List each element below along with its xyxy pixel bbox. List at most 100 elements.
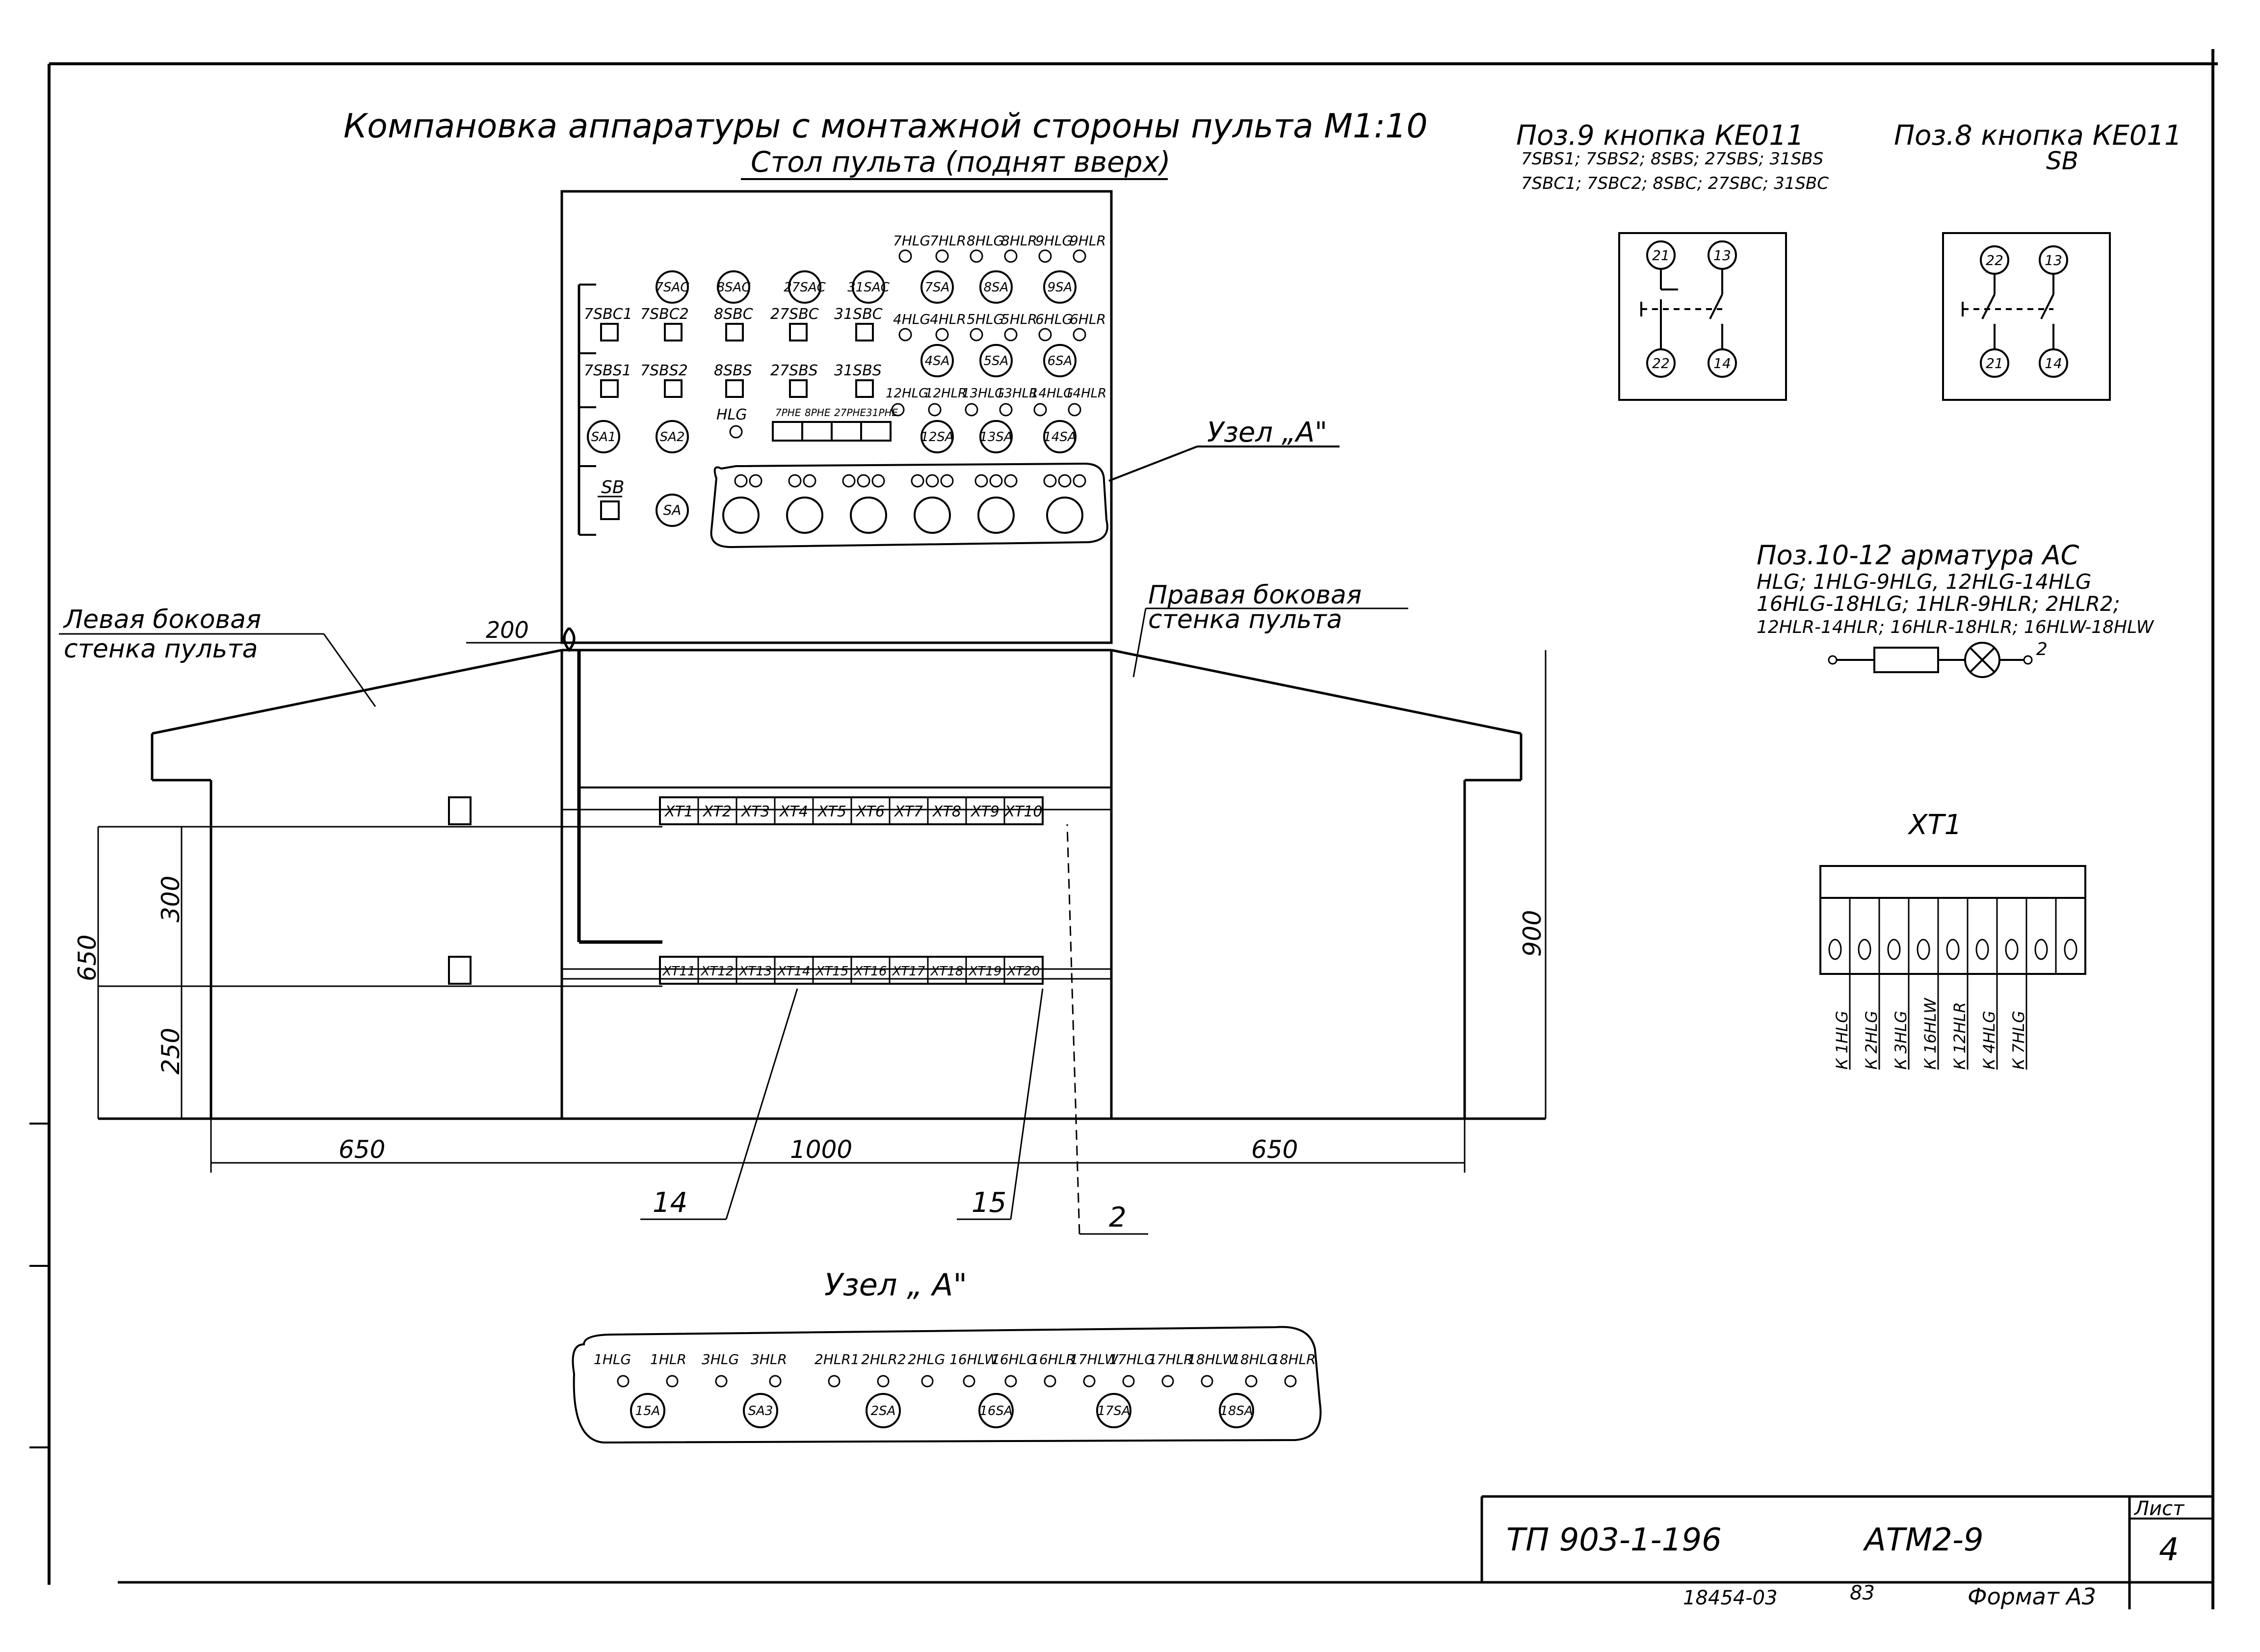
lamp-label: 2HLG [908, 1351, 945, 1367]
lamp-label: 12HLR [925, 386, 967, 401]
lamp-label: 8HLG [967, 233, 1004, 249]
sb-label: SB [601, 477, 625, 498]
dim-900: 900 [1518, 910, 1547, 957]
lamp-label: 17HLG [1109, 1351, 1155, 1367]
xt1-terminal-label: К 16HLW [1921, 997, 1940, 1070]
relay-label: 8PHE [805, 407, 831, 419]
contact-label: 21 [1652, 247, 1670, 263]
drawing-subtitle: Стол пульта (поднят вверх) [751, 145, 1171, 179]
terminal-label: XT17 [892, 964, 925, 979]
switch-label: 31SAC [847, 280, 890, 295]
lamp-row-1: 7HLG 7HLR 8HLG 8HLR 9HLG 9HLR [893, 233, 1106, 249]
pos8-button-diagram: Поз.8 кнопка КЕ011 SB 22 13 21 14 [1894, 120, 2182, 401]
pos9-line2: 7SBC1; 7SBC2; 8SBC; 27SBC; 31SBC [1521, 174, 1829, 193]
sheet-label: Лист [2133, 1497, 2185, 1520]
xt1-terminal-label: К 2HLG [1862, 1011, 1881, 1070]
terminal-label: XT4 [779, 803, 808, 820]
terminal-label: XT13 [738, 964, 772, 979]
lamp-label: 18HLG [1232, 1351, 1278, 1367]
button-label: 7SBC2 [640, 306, 689, 323]
xt1-terminal-label: К 3HLG [1892, 1011, 1910, 1070]
relay-label: 7PHE [775, 407, 801, 419]
switch-label: SA [663, 502, 682, 518]
pos10-line1: HLG; 1HLG-9HLG, 12HLG-14HLG [1757, 570, 2091, 594]
switch-label: 27SAC [784, 280, 826, 295]
lamp-label: 5HLR [1001, 311, 1037, 327]
terminal-label: XT20 [1006, 964, 1040, 979]
lamp-label: 17HLR [1148, 1351, 1193, 1367]
lamp-label: 1HLG [594, 1351, 631, 1367]
hlg-label: HLG [716, 406, 747, 423]
switch-label: SA1 [591, 430, 616, 445]
switch-label: 15A [635, 1404, 660, 1418]
switch-label: 4SA [925, 354, 950, 368]
lamp-label: 17HLW [1070, 1351, 1119, 1367]
terminal-label: XT10 [1003, 803, 1042, 820]
switch-label: SA2 [660, 430, 685, 445]
lamp-label: 16HLR [1030, 1351, 1076, 1367]
terminal-label: XT8 [932, 803, 961, 820]
callout-14: 14 [653, 1187, 687, 1219]
callout-15: 15 [972, 1187, 1006, 1219]
switch-label: 8SA [984, 280, 1009, 295]
contact-label: 22 [1652, 355, 1670, 371]
lamp-label: 16HLW [949, 1351, 999, 1367]
pos8-title: Поз.8 кнопка КЕ011 [1894, 120, 2182, 152]
lamp-label: 9HLG [1035, 233, 1073, 249]
terminal-label: XT2 [702, 803, 732, 820]
switch-label: 6SA [1048, 354, 1073, 368]
archive-id: 18454-03 [1683, 1587, 1778, 1609]
contact-label: 13 [2045, 252, 2062, 268]
contact-label: 22 [1986, 252, 2003, 268]
left-wall-label: Левая боковая [63, 605, 261, 634]
switch-label: 5SA [984, 354, 1009, 368]
relay-label: 31PHE [866, 407, 898, 419]
button-label: 8SBC [714, 306, 753, 323]
terminal-label: XT9 [970, 803, 999, 820]
terminal-label: XT18 [930, 964, 964, 979]
lamp-label: 1HLR [650, 1351, 686, 1367]
lamp-label: 7HLR [930, 233, 966, 249]
pos10-lamp-diagram: Поз.10-12 арматура АС HLG; 1HLG-9HLG, 12… [1757, 540, 2155, 678]
archive-num: 83 [1850, 1582, 1875, 1604]
switch-label: 16SA [979, 1404, 1012, 1418]
lamp-label: 3HLR [751, 1351, 787, 1367]
pos9-line1: 7SBS1; 7SBS2; 8SBS; 27SBS; 31SBS [1521, 149, 1823, 169]
terminal-label: XT19 [968, 964, 1002, 979]
lamp-label: 18HLW [1187, 1351, 1236, 1367]
lamp-label: 2HLR2 [861, 1351, 906, 1367]
xt1-terminal-label: К 1HLG [1833, 1011, 1851, 1070]
pos10-end-label: 2 [2036, 639, 2048, 659]
switch-label: 18SA [1220, 1404, 1253, 1418]
pos10-line3: 12HLR-14HLR; 16HLR-18HLR; 16HLW-18HLW [1757, 617, 2155, 637]
lamp-label: 4HLR [930, 311, 966, 327]
xt1-terminal-block: XT1 К 1HLG К 2HLG К 3HLG К 16HLW К 12HLR [1819, 809, 2086, 1070]
right-wall-label: стенка пульта [1148, 605, 1342, 634]
switch-label: 7SAC [656, 280, 690, 295]
drawing-title: Компановка аппаратуры с монтажной сторон… [343, 107, 1428, 146]
console-body: XT1 XT2 XT3 XT4 XT5 XT6 XT7 XT8 XT9 XT10… [59, 580, 1547, 1235]
lamp-label: 8HLR [1001, 233, 1037, 249]
contact-label: 13 [1713, 247, 1731, 263]
switch-label: 12SA [920, 430, 953, 445]
terminal-label: XT15 [815, 964, 849, 979]
dim-1000: 1000 [790, 1135, 852, 1164]
terminal-label: XT12 [700, 964, 734, 979]
terminal-label: XT16 [853, 964, 887, 979]
lamp-label: 2HLR1 [815, 1351, 860, 1367]
dim-300: 300 [157, 876, 185, 922]
button-label: 27SBC [770, 306, 819, 323]
switch-label: 14SA [1043, 430, 1076, 445]
callout-2: 2 [1109, 1202, 1127, 1233]
sheet-number: 4 [2159, 1532, 2179, 1568]
switch-label: SA3 [748, 1404, 773, 1418]
button-label: 31SBS [834, 362, 882, 379]
switch-label: 9SA [1048, 280, 1073, 295]
left-wall-label: стенка пульта [64, 634, 258, 664]
dim-200: 200 [486, 617, 529, 643]
button-label: 7SBC1 [584, 306, 632, 323]
lamp-label: 16HLG [991, 1351, 1037, 1367]
terminal-label: XT6 [855, 803, 885, 820]
contact-label: 14 [2045, 355, 2062, 371]
xt1-terminal-label: К 12HLR [1950, 1002, 1969, 1070]
